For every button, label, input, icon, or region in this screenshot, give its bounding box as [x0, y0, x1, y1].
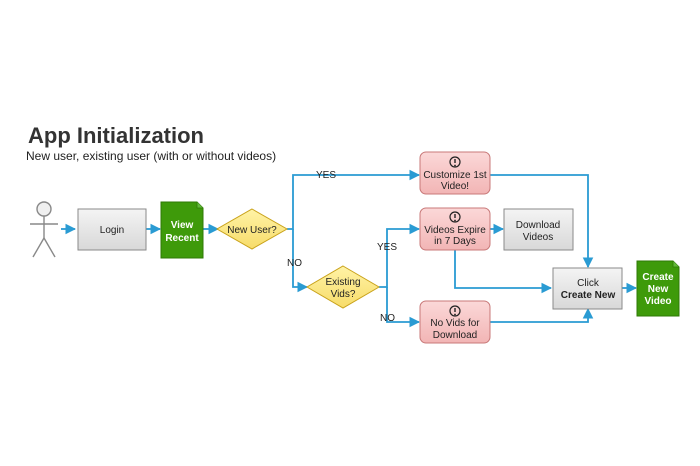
- edge-label-new-user-no: NO: [287, 258, 302, 269]
- node-existing-vids-line1: Existing: [325, 277, 360, 288]
- edge-vids-yes: [379, 223, 421, 288]
- edge-no-vids-click-create: [490, 307, 594, 323]
- warning-icon: [449, 211, 461, 223]
- edge-label-vids-no: NO: [380, 313, 395, 324]
- node-create-new-video: Create New Video: [636, 260, 680, 317]
- node-no-vids-line1: No Vids for: [430, 318, 480, 329]
- node-customize-line2: Video!: [441, 181, 469, 192]
- node-view-recent: View Recent: [160, 201, 204, 259]
- node-new-user-decision: New User?: [215, 208, 289, 250]
- edge-new-user-yes: [287, 169, 421, 230]
- page-title: App Initialization: [28, 123, 204, 148]
- node-new-user-label: New User?: [227, 225, 277, 236]
- edge-expire-click-create: [454, 250, 553, 294]
- node-create-video-line2: New: [648, 284, 669, 295]
- node-videos-expire: Videos Expire in 7 Days: [419, 207, 491, 251]
- node-login: Login: [77, 208, 147, 251]
- node-download-line1: Download: [516, 220, 560, 231]
- node-download-line2: Videos: [523, 232, 553, 243]
- edges: [61, 169, 638, 328]
- edge-label-vids-yes: YES: [377, 242, 397, 253]
- edge-vids-no: [386, 287, 421, 328]
- node-no-vids: No Vids for Download: [419, 300, 491, 344]
- node-customize-line1: Customize 1st: [423, 170, 487, 181]
- stick-figure-icon: [30, 201, 58, 258]
- node-create-video-line1: Create: [642, 272, 674, 283]
- edge-label-new-user-yes: YES: [316, 170, 336, 181]
- page-subtitle: New user, existing user (with or without…: [26, 149, 276, 163]
- node-click-create-new: Click Create New: [552, 267, 623, 310]
- node-no-vids-line2: Download: [433, 330, 477, 341]
- node-videos-expire-line1: Videos Expire: [424, 225, 486, 236]
- edge-new-user-no: [292, 229, 309, 293]
- node-click-create-line2: Create New: [561, 290, 616, 301]
- node-existing-vids-decision: Existing Vids?: [306, 265, 380, 309]
- node-download-videos: Download Videos: [503, 208, 574, 251]
- node-view-recent-line1: View: [171, 220, 194, 231]
- node-customize: Customize 1st Video!: [419, 151, 491, 195]
- warning-icon: [449, 305, 461, 317]
- warning-icon: [449, 156, 461, 168]
- node-click-create-line1: Click: [577, 278, 600, 289]
- node-create-video-line3: Video: [644, 296, 671, 307]
- node-view-recent-line2: Recent: [165, 233, 199, 244]
- node-login-label: Login: [100, 225, 124, 236]
- node-videos-expire-line2: in 7 Days: [434, 236, 476, 247]
- edge-customize-click-create: [490, 174, 594, 269]
- node-existing-vids-line2: Vids?: [331, 289, 356, 300]
